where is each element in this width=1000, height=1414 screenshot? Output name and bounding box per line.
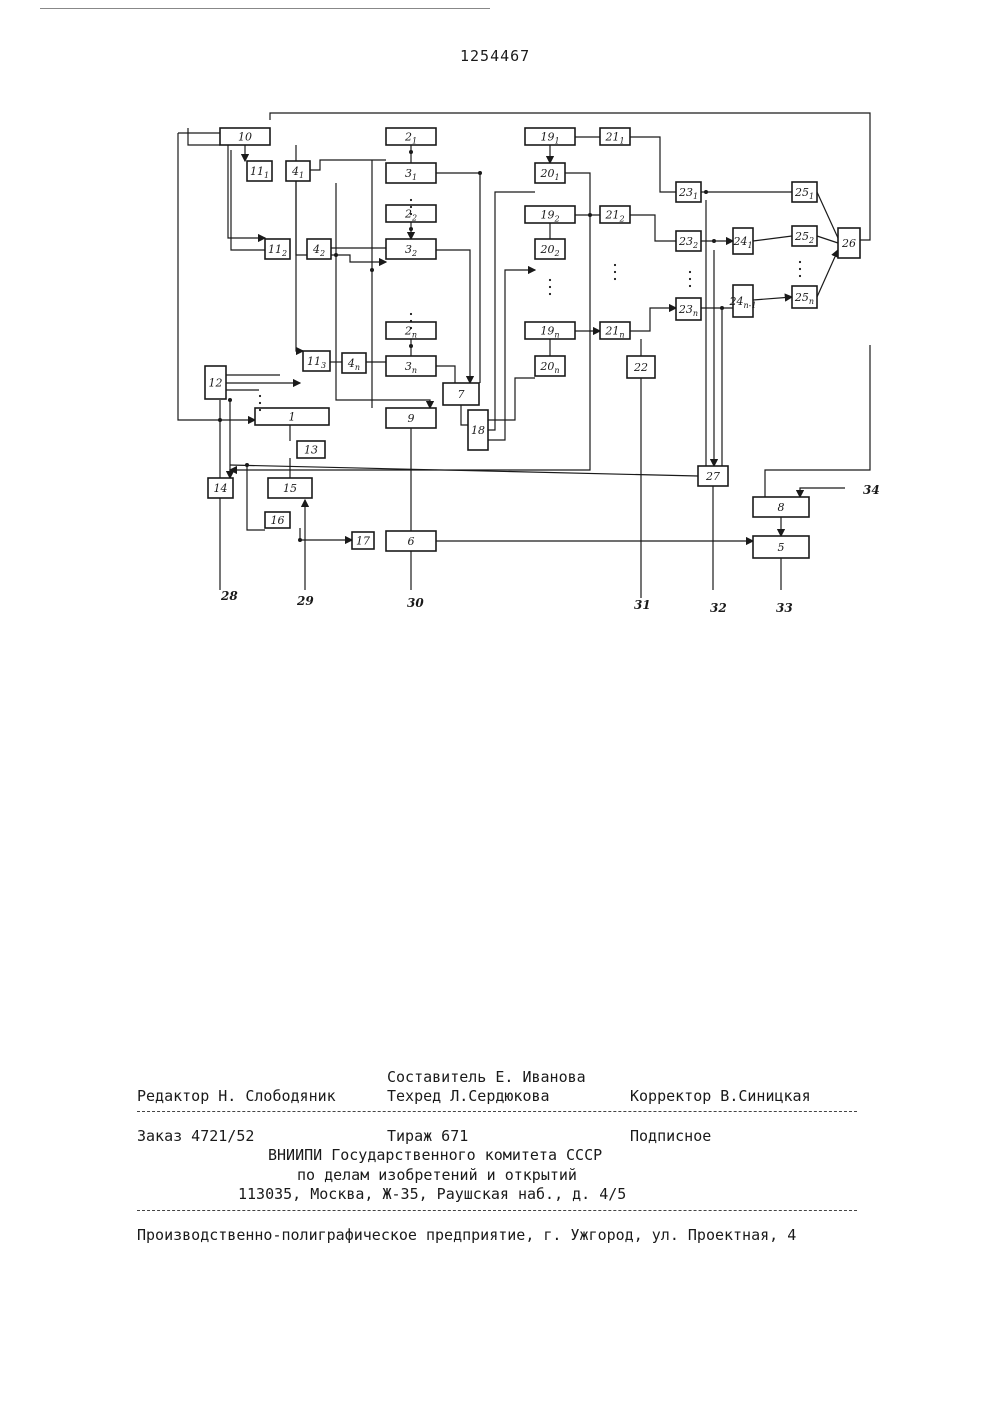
compiler-line: Составитель Е. Иванова [387,1068,586,1086]
order-line: Заказ 4721/52 [137,1127,254,1145]
printer-line: Производственно-полиграфическое предприя… [137,1226,796,1244]
circulation-line: Тираж 671 [387,1127,468,1145]
divider-top [137,1111,857,1112]
corrector-line: Корректор В.Синицкая [630,1087,811,1105]
org-line-2: по делам изобретений и открытий [297,1166,577,1184]
org-line-1: ВНИИПИ Государственного комитета СССР [268,1146,602,1164]
techred-line: Техред Л.Сердюкова [387,1087,550,1105]
address-line: 113035, Москва, Ж-35, Раушская наб., д. … [238,1185,626,1203]
editor-line: Редактор Н. Слободяник [137,1087,336,1105]
subscription-line: Подписное [630,1127,711,1145]
divider-bottom [137,1210,857,1211]
